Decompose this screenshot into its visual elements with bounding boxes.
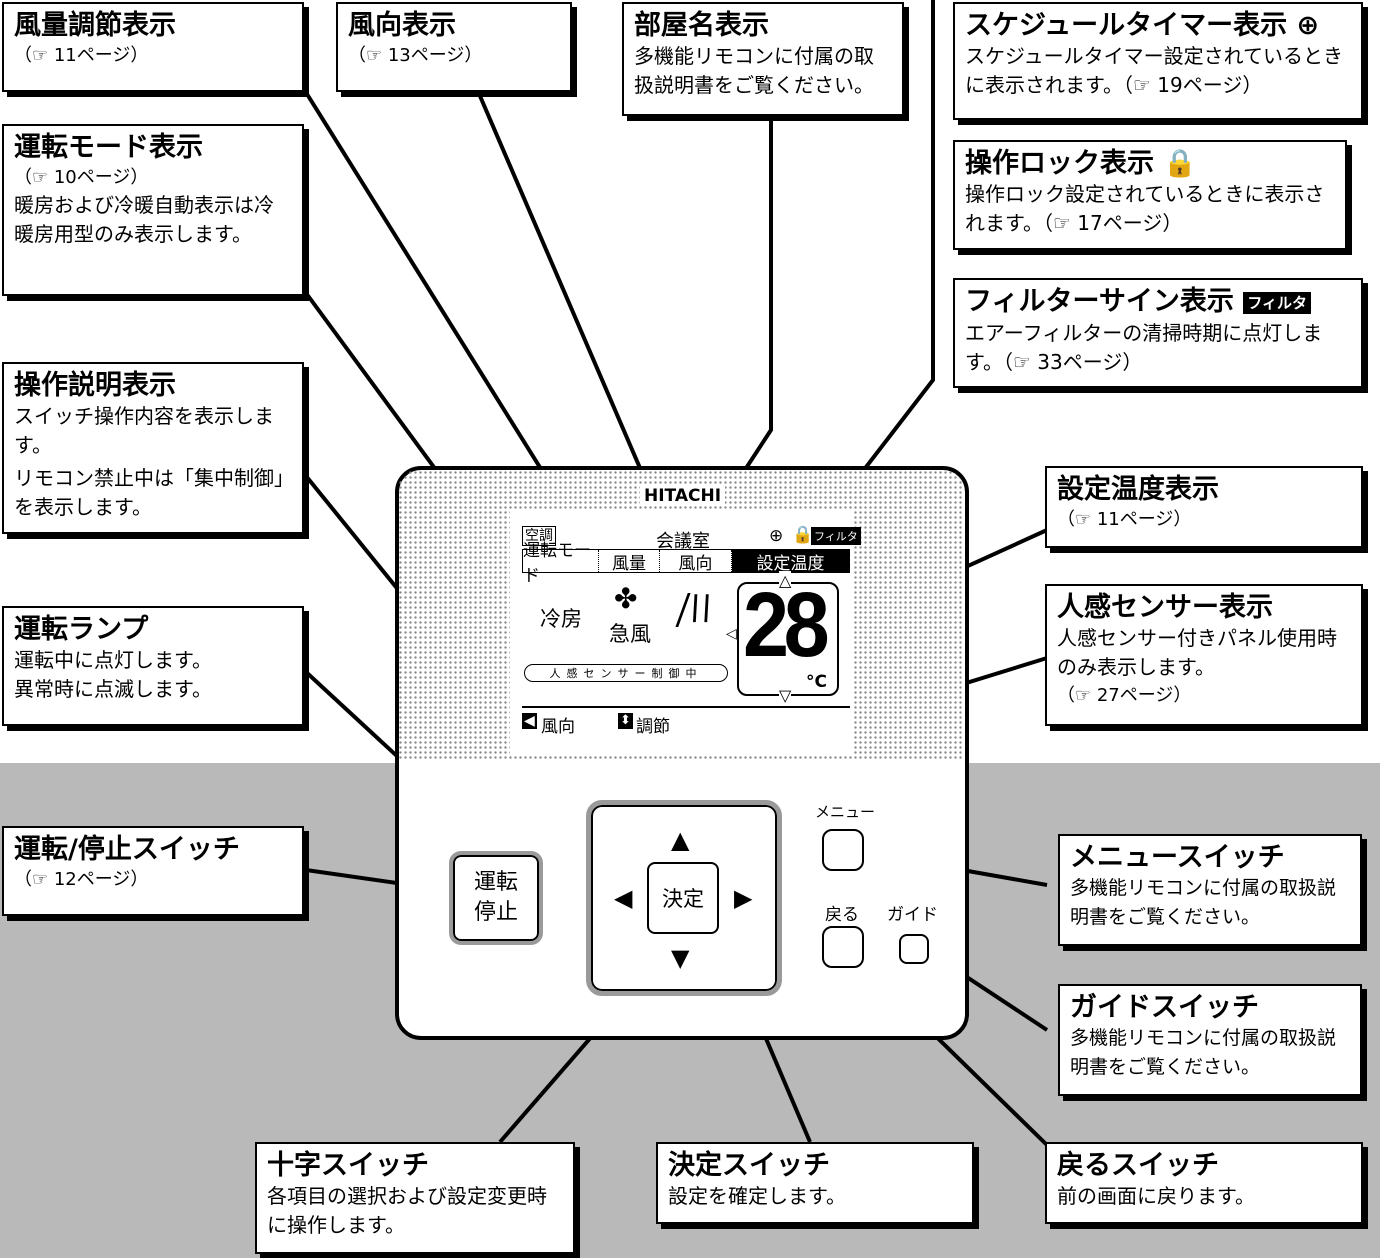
menu-switch-title: メニュースイッチ	[1070, 842, 1285, 873]
menu-switch-desc: 多機能リモコンに付属の取扱説明書をご覧ください。	[1070, 877, 1337, 928]
temp-left-arrow: ◁	[726, 626, 737, 642]
tab-set-temp: 設定温度	[732, 550, 850, 574]
lock-title: 操作ロック表示	[965, 148, 1154, 179]
motion-sensor-title: 人感センサー表示	[1057, 592, 1273, 623]
tab-louver: 風向	[660, 550, 733, 574]
temp-up-arrow: △	[779, 571, 792, 590]
lock-icon: 🔒	[792, 525, 814, 545]
run-lamp-title: 運転ランプ	[14, 614, 149, 645]
filter-sign-desc: エアーフィルターの清掃時期に点灯します。（☞ 33ページ）	[965, 320, 1323, 374]
menu-label: メニュー	[815, 803, 876, 821]
temperature-value: 28	[743, 574, 830, 676]
run-lamp-desc1: 運転中に点灯します。	[14, 648, 212, 672]
operation-mode-title: 運転モード表示	[14, 132, 203, 163]
enter-switch-desc: 設定を確定します。	[668, 1184, 846, 1208]
cross-switch-desc: 各項目の選択および設定変更時に操作します。	[267, 1184, 547, 1237]
callout-run-stop: 運転/停止スイッチ （☞ 12ページ）	[2, 826, 304, 916]
fan-icon: ✤	[614, 582, 638, 615]
lcd-room-name: 会議室	[656, 531, 710, 552]
guide-switch-desc: 多機能リモコンに付属の取扱説明書をご覧ください。	[1070, 1027, 1337, 1078]
louver-title: 風向表示	[348, 10, 456, 41]
menu-button[interactable]	[822, 829, 864, 871]
schedule-timer-desc: スケジュールタイマー設定されているときに表示されます。（☞ 19ページ）	[965, 44, 1343, 97]
run-stop-title: 運転/停止スイッチ	[14, 834, 240, 865]
temp-down-arrow: ▽	[779, 686, 792, 705]
run-stop-line1: 運転	[473, 870, 518, 895]
cross-left-icon: ◀	[614, 884, 633, 912]
lock-title-icon: 🔒	[1163, 148, 1198, 179]
motion-sensor-text: 人感センサー制御中	[524, 664, 728, 682]
callout-menu-switch: メニュースイッチ 多機能リモコンに付属の取扱説明書をご覧ください。	[1058, 834, 1362, 946]
fan-speed-title: 風量調節表示	[14, 10, 176, 41]
callout-operation-mode: 運転モード表示 （☞ 10ページ） 暖房および冷暖自動表示は冷暖房用型のみ表示し…	[2, 124, 304, 296]
filter-badge: フィルタ	[811, 527, 861, 545]
callout-set-temp: 設定温度表示 （☞ 11ページ）	[1045, 466, 1363, 548]
operation-guide-desc1: スイッチ操作内容を表示します。	[14, 404, 274, 457]
guide-switch-title: ガイドスイッチ	[1070, 992, 1259, 1023]
guide-right-icon: ⬍	[618, 713, 633, 729]
filter-sign-badge: フィルタ	[1243, 291, 1312, 314]
motion-sensor-desc: 人感センサー付きパネル使用時のみ表示します。	[1057, 626, 1337, 679]
enter-button[interactable]: 決定	[647, 862, 719, 934]
callout-fan-speed: 風量調節表示 （☞ 11ページ）	[2, 2, 304, 92]
lock-desc: 操作ロック設定されているときに表示されます。（☞ 17ページ）	[965, 182, 1325, 235]
lcd-mode-value: 冷房	[540, 607, 582, 631]
guide-button[interactable]	[899, 934, 929, 964]
temperature-unit: °C	[806, 672, 827, 692]
back-switch-title: 戻るスイッチ	[1057, 1150, 1219, 1181]
louver-ref: （☞ 13ページ）	[348, 45, 483, 66]
run-stop-ref: （☞ 12ページ）	[14, 869, 149, 890]
line-room-name	[720, 118, 773, 507]
cross-switch-title: 十字スイッチ	[267, 1150, 429, 1181]
tab-operation-mode: 運転モード	[523, 541, 600, 586]
guide-left-icon: ◀	[522, 713, 537, 729]
cross-up-icon: ▲	[671, 826, 690, 854]
fan-speed-ref: （☞ 11ページ）	[14, 45, 149, 66]
callout-louver: 風向表示 （☞ 13ページ）	[336, 2, 572, 92]
room-name-desc: 多機能リモコンに付属の取扱説明書をご覧ください。	[634, 44, 874, 97]
callout-lock: 操作ロック表示 🔒 操作ロック設定されているときに表示されます。（☞ 17ページ…	[953, 140, 1347, 250]
operation-mode-desc: 暖房および冷暖自動表示は冷暖房用型のみ表示します。	[14, 193, 274, 246]
operation-mode-ref: （☞ 10ページ）	[14, 167, 149, 188]
motion-sensor-ref: （☞ 27ページ）	[1057, 685, 1192, 706]
run-stop-line2: 停止	[473, 900, 518, 925]
callout-back-switch: 戻るスイッチ 前の画面に戻ります。	[1045, 1142, 1363, 1224]
operation-guide-desc2: リモコン禁止中は「集中制御」を表示します。	[14, 466, 284, 519]
callout-run-lamp: 運転ランプ 運転中に点灯します。 異常時に点滅します。	[2, 606, 304, 726]
schedule-timer-title: スケジュールタイマー表示 ⊕	[965, 10, 1320, 41]
set-temp-title: 設定温度表示	[1057, 474, 1219, 505]
callout-operation-guide: 操作説明表示 スイッチ操作内容を表示します。 リモコン禁止中は「集中制御」を表示…	[2, 362, 304, 534]
back-label: 戻る	[825, 905, 859, 925]
aircon-tag: 空調	[522, 526, 556, 546]
back-switch-desc: 前の画面に戻ります。	[1057, 1184, 1255, 1208]
run-lamp-desc2: 異常時に点滅します。	[14, 677, 212, 701]
timer-icon: ⊕	[769, 526, 784, 546]
tab-fan: 風量	[599, 550, 660, 574]
run-stop-button[interactable]: 運転 停止	[449, 851, 543, 945]
set-temp-ref: （☞ 11ページ）	[1057, 509, 1192, 530]
guide-label: ガイド	[887, 905, 938, 925]
back-button[interactable]	[822, 926, 864, 968]
lcd-fan-value: 急風	[609, 622, 651, 646]
guide-right-text: 調節	[636, 717, 670, 737]
callout-motion-sensor: 人感センサー表示 人感センサー付きパネル使用時のみ表示します。 （☞ 27ページ…	[1045, 584, 1363, 726]
callout-room-name: 部屋名表示 多機能リモコンに付属の取扱説明書をご覧ください。	[622, 2, 904, 116]
callout-filter-sign: フィルターサイン表示 フィルタ エアーフィルターの清掃時期に点灯します。（☞ 3…	[953, 278, 1363, 388]
callout-enter-switch: 決定スイッチ 設定を確定します。	[656, 1142, 974, 1224]
enter-switch-title: 決定スイッチ	[668, 1150, 830, 1181]
filter-sign-title: フィルターサイン表示	[965, 286, 1234, 317]
room-name-title: 部屋名表示	[634, 10, 769, 41]
callout-guide-switch: ガイドスイッチ 多機能リモコンに付属の取扱説明書をご覧ください。	[1058, 984, 1362, 1096]
callout-cross-switch: 十字スイッチ 各項目の選択および設定変更時に操作します。	[255, 1142, 575, 1254]
guide-left-text: 風向	[541, 717, 575, 737]
cross-right-icon: ▶	[734, 884, 753, 912]
lcd-divider	[522, 706, 850, 708]
cross-down-icon: ▼	[671, 944, 690, 972]
menu-tabs: 運転モード 風量 風向 設定温度	[522, 541, 850, 586]
callout-schedule-timer: スケジュールタイマー表示 ⊕ スケジュールタイマー設定されているときに表示されま…	[953, 2, 1363, 120]
operation-guide-title: 操作説明表示	[14, 370, 176, 401]
brand-logo: HITACHI	[640, 486, 726, 506]
